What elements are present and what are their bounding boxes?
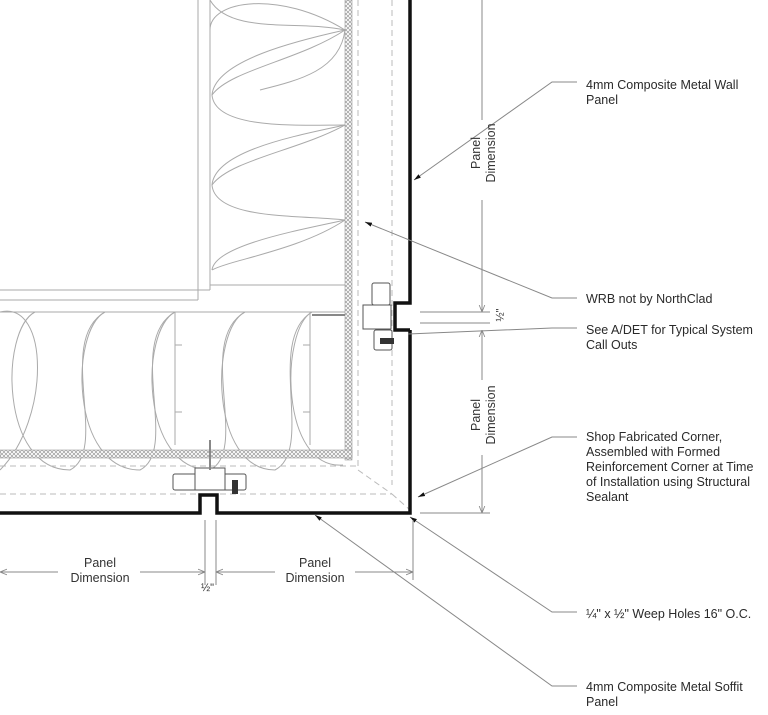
dim-vertical-gap: ½" [494, 308, 507, 322]
metal-panels [0, 0, 412, 515]
callout-soffit-panel: 4mm Composite Metal Soffit Panel [586, 680, 743, 709]
callout-weep-holes: ¼" x ½" Weep Holes 16" O.C. [586, 607, 752, 621]
soffit-sheathing [0, 449, 353, 459]
callout-see-adet: See A/DET for Typical System Call Outs [586, 323, 753, 352]
dim-horizontal-left: Panel Dimension [70, 556, 130, 585]
callout-wrb: WRB not by NorthClad [586, 292, 713, 306]
callout-shop-corner: Shop Fabricated Corner, Assembled with F… [586, 430, 754, 504]
soffit-insulation [0, 310, 345, 471]
wall-insulation [0, 0, 346, 301]
dim-vertical-upper: Panel Dimension [469, 123, 498, 183]
dim-horizontal-right: Panel Dimension [285, 556, 345, 585]
dim-vertical-lower: Panel Dimension [469, 385, 498, 445]
callout-wall-panel: 4mm Composite Metal Wall Panel [586, 78, 739, 107]
wall-sheathing [344, 0, 353, 461]
dim-horizontal-gap: ½" [201, 582, 215, 594]
